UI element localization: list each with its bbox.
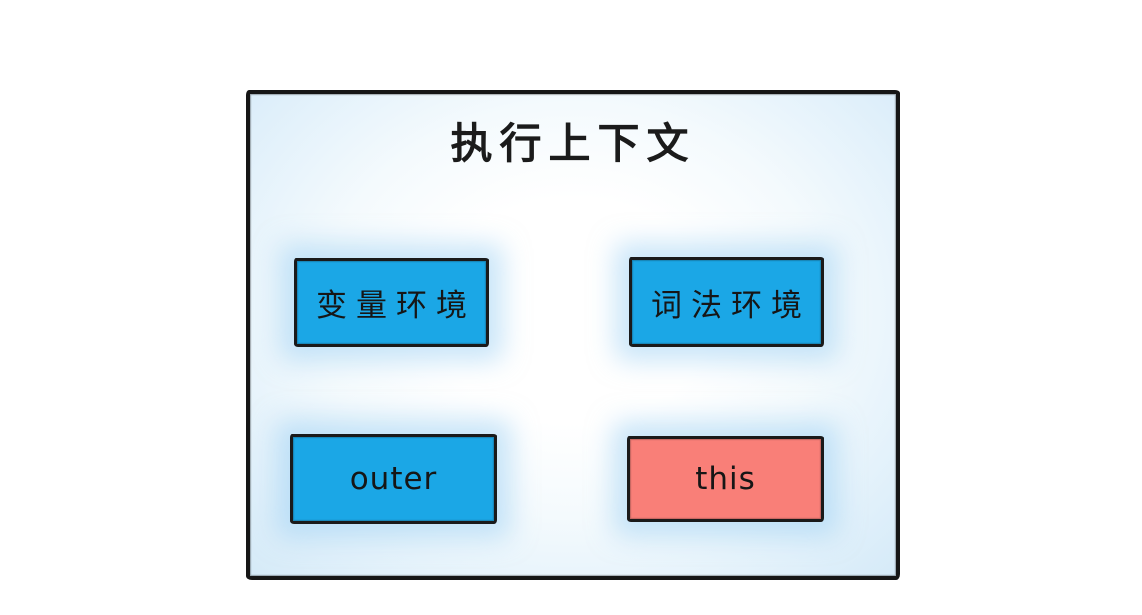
box-lexical-environment: 词法环境 xyxy=(629,257,824,347)
diagram-title: 执行上下文 xyxy=(450,119,696,168)
box-variable-environment: 变量环境 xyxy=(294,258,489,347)
execution-context-container: 执行上下文 变量环境 词法环境 outer this xyxy=(246,90,900,580)
box-outer: outer xyxy=(290,434,497,524)
box-this: this xyxy=(627,436,824,522)
